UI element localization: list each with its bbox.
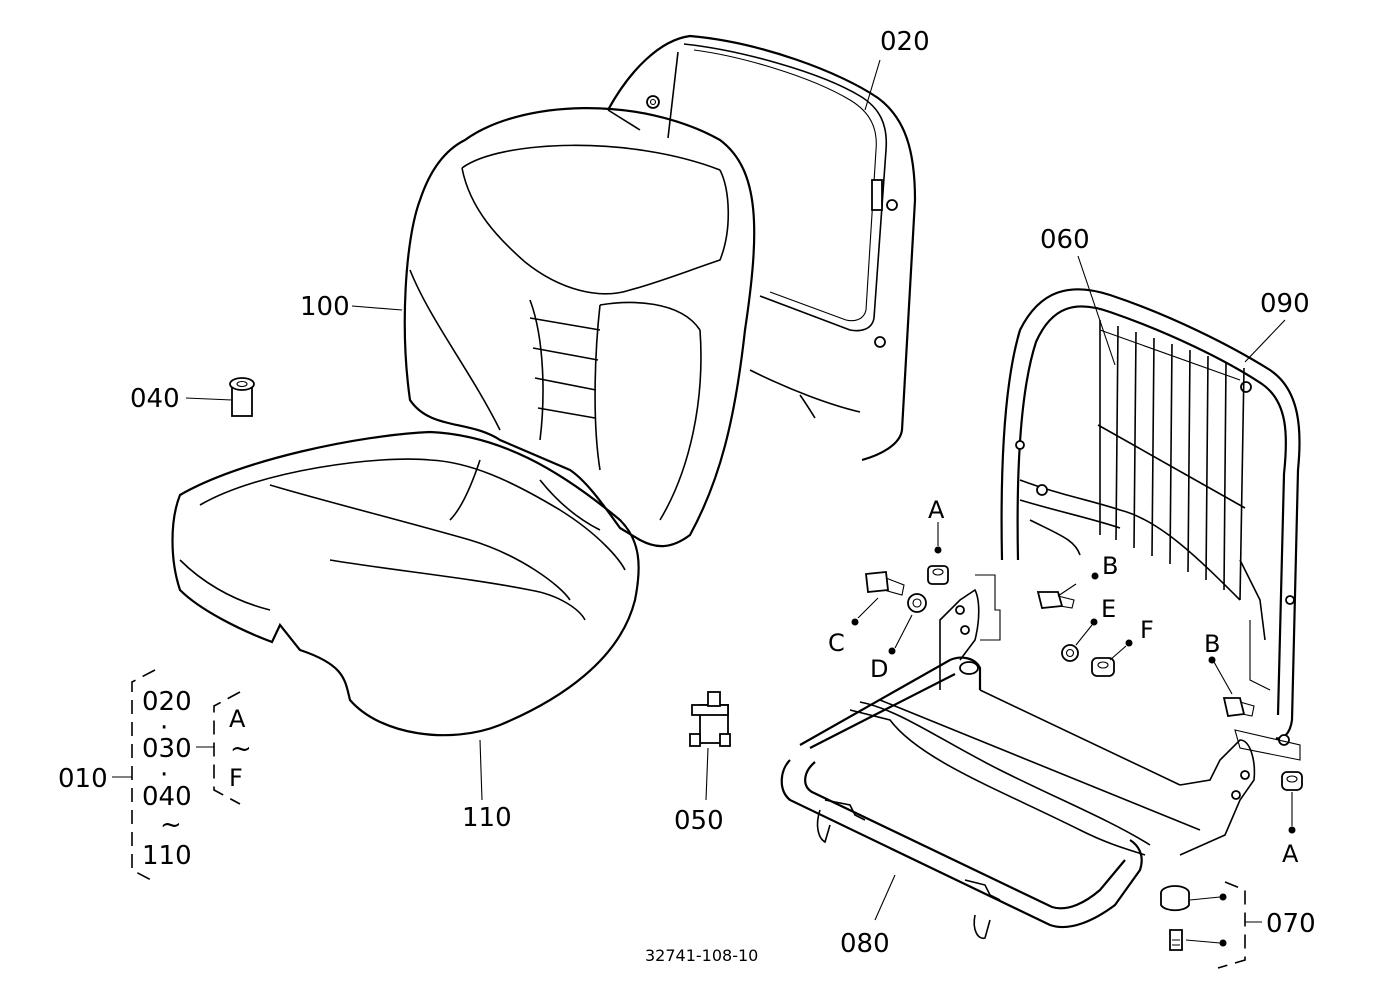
kit-dot-1: · — [160, 713, 168, 743]
back-frame-090 — [1000, 288, 1301, 746]
label-060: 060 — [1040, 225, 1090, 255]
label-110: 110 — [462, 803, 512, 833]
back-cover-020 — [607, 34, 917, 462]
leaders — [185, 59, 1296, 947]
kit-label-110: 110 — [142, 841, 192, 871]
letter-c: C — [828, 629, 845, 657]
kit-tilde-2: ~ — [230, 734, 252, 764]
kit-label-030: 030 — [142, 734, 192, 764]
label-010: 010 — [58, 764, 108, 794]
cap-040 — [229, 377, 255, 417]
label-020: 020 — [880, 27, 930, 57]
letter-e: E — [1101, 595, 1116, 623]
label-050: 050 — [674, 806, 724, 836]
label-090: 090 — [1260, 289, 1310, 319]
letter-b-right: B — [1204, 630, 1220, 658]
base-frame-080 — [780, 588, 1256, 939]
kit-label-020: 020 — [142, 687, 192, 717]
fasteners — [865, 565, 1303, 951]
letter-b-left: B — [1102, 552, 1118, 580]
letter-a-bottom: A — [1282, 840, 1299, 868]
letter-d: D — [870, 655, 888, 683]
switch-050 — [689, 691, 731, 747]
part-labels: 020 100 040 060 090 110 050 080 070 010 … — [58, 27, 1316, 959]
kit-letter-f: F — [229, 764, 243, 792]
seat-back-cushion-100 — [403, 107, 756, 548]
fastener-letters: A B C D E F B A — [828, 496, 1299, 868]
label-070: 070 — [1266, 909, 1316, 939]
kit-dot-2: · — [160, 760, 168, 790]
label-040: 040 — [130, 384, 180, 414]
letter-a-top: A — [928, 496, 945, 524]
label-080: 080 — [840, 929, 890, 959]
kit-tilde-1: ~ — [160, 810, 182, 840]
kit-label-040: 040 — [142, 782, 192, 812]
seat-cushion-110 — [171, 430, 640, 737]
drawing-number: 32741-108-10 — [645, 946, 758, 965]
label-100: 100 — [300, 292, 350, 322]
letter-f: F — [1140, 616, 1154, 644]
kit-letter-a: A — [229, 705, 246, 733]
kit-bracket — [112, 669, 1262, 969]
springs-060 — [1097, 320, 1246, 601]
